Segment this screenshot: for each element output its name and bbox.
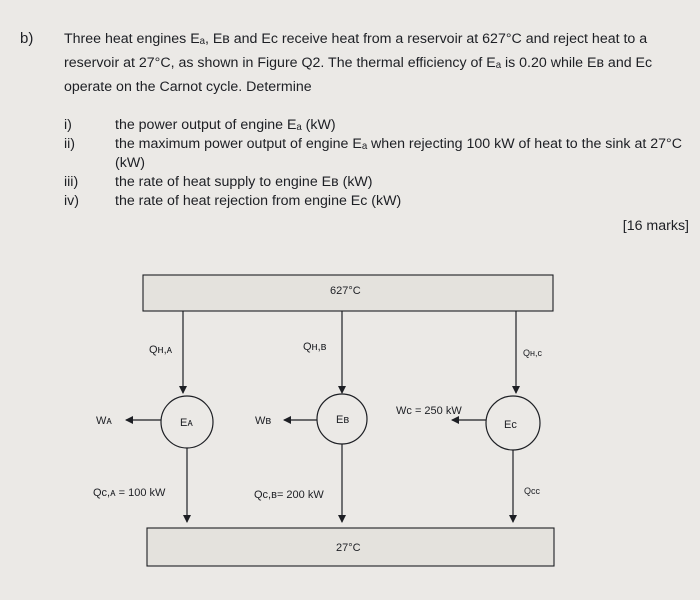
question-items: i) the power output of engine Eₐ (kW) ii… [64,116,694,211]
heat-in-b-label: Qʜ,ʙ [303,341,327,353]
intro-line-1: Three heat engines Eₐ, Eʙ and Eᴄ receive… [64,31,648,47]
hot-reservoir-label: 627°C [330,285,361,297]
work-c-label: Wᴄ = 250 kW [396,405,462,417]
question-intro: Three heat engines Eₐ, Eʙ and Eᴄ receive… [64,27,694,99]
engine-b-label: Eʙ [336,414,349,426]
cold-reservoir-label: 27°C [336,542,361,554]
item-number: iv) [64,193,79,209]
heat-in-c-label: Qʜ,ᴄ [523,348,542,358]
item-text: the rate of heat supply to engine Eʙ (kW… [115,174,373,190]
heat-out-a-label: Qᴄ,ᴀ = 100 kW [93,487,166,499]
question-item: ii) the maximum power output of engine E… [64,135,694,173]
item-text: the power output of engine Eₐ (kW) [115,117,336,133]
work-a-label: Wᴀ [96,415,112,427]
intro-line-3: operate on the Carnot cycle. Determine [64,79,312,95]
work-b-label: Wʙ [255,415,271,427]
item-text: the maximum power output of engine Eₐ wh… [115,136,682,171]
item-number: iii) [64,174,79,190]
engine-c-label: Eᴄ [504,419,517,431]
engine-a-label: Eᴀ [180,417,193,429]
question-item: iii) the rate of heat supply to engine E… [64,173,694,192]
heat-in-a-label: Qʜ,ᴀ [149,344,173,356]
question-item: iv) the rate of heat rejection from engi… [64,192,694,211]
intro-line-2: reservoir at 27°C, as shown in Figure Q2… [64,55,653,71]
heat-out-c-label: Qᴄᴄ [524,486,541,496]
cold-reservoir-box [146,527,555,567]
heat-out-b-label: Qᴄ,ʙ= 200 kW [254,489,324,501]
item-number: ii) [64,136,76,152]
hot-reservoir-box [142,274,554,312]
question-item: i) the power output of engine Eₐ (kW) [64,116,694,135]
part-label: b) [20,30,34,47]
item-text: the rate of heat rejection from engine E… [115,193,402,209]
item-number: i) [64,117,72,133]
marks-label: [16 marks] [622,218,689,234]
